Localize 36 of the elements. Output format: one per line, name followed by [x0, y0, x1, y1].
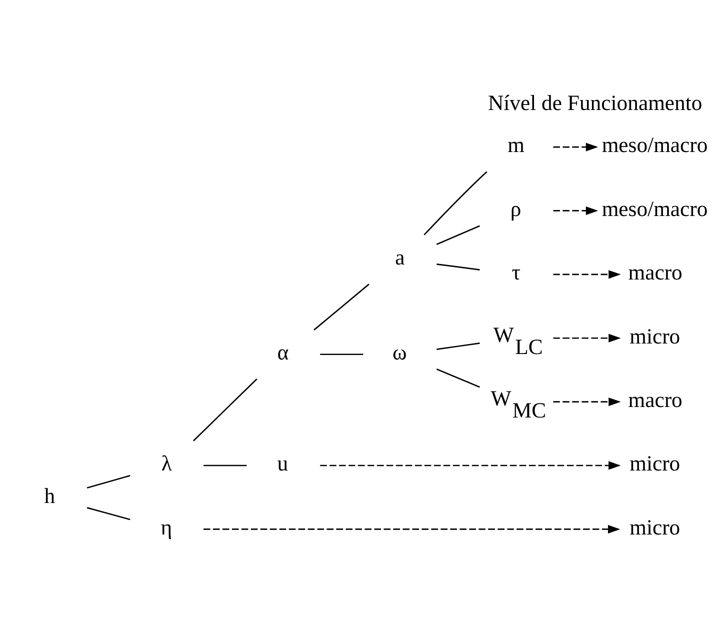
node-text: meso/macro: [602, 133, 708, 158]
node-text: λ: [161, 452, 172, 476]
node-text: meso/macro: [602, 196, 708, 221]
node-text: micro: [630, 324, 680, 348]
connector: [86, 474, 130, 489]
node-text: macro: [628, 388, 682, 412]
connector: [436, 225, 480, 245]
arrow: [320, 461, 621, 470]
arrow: [553, 142, 598, 152]
node-text: h: [44, 484, 56, 508]
arrow: [553, 398, 621, 406]
connector: [314, 284, 370, 330]
node-text: η: [160, 515, 172, 540]
arrow: [553, 206, 598, 215]
connector: [436, 368, 480, 388]
node-text: macro: [628, 260, 682, 285]
arrow: [553, 334, 621, 342]
node-text: ω: [392, 340, 407, 365]
node-text: micro: [630, 452, 680, 476]
node-text: ρ: [510, 196, 522, 221]
connector: [436, 342, 480, 350]
node-text: α: [277, 340, 289, 365]
node-text: a: [395, 246, 405, 270]
connector: [320, 354, 364, 356]
diagram-title: Nível de Funcionamento: [488, 91, 702, 116]
node-text: m: [508, 133, 524, 158]
connector: [204, 464, 247, 466]
node-text: τ: [512, 260, 520, 285]
connector: [192, 378, 258, 442]
connector: [424, 171, 488, 236]
connector: [86, 507, 130, 520]
arrow: [553, 270, 621, 279]
arrow: [204, 524, 620, 534]
node-text: u: [277, 452, 288, 476]
node-text: micro: [630, 515, 680, 540]
connector: [436, 263, 480, 270]
